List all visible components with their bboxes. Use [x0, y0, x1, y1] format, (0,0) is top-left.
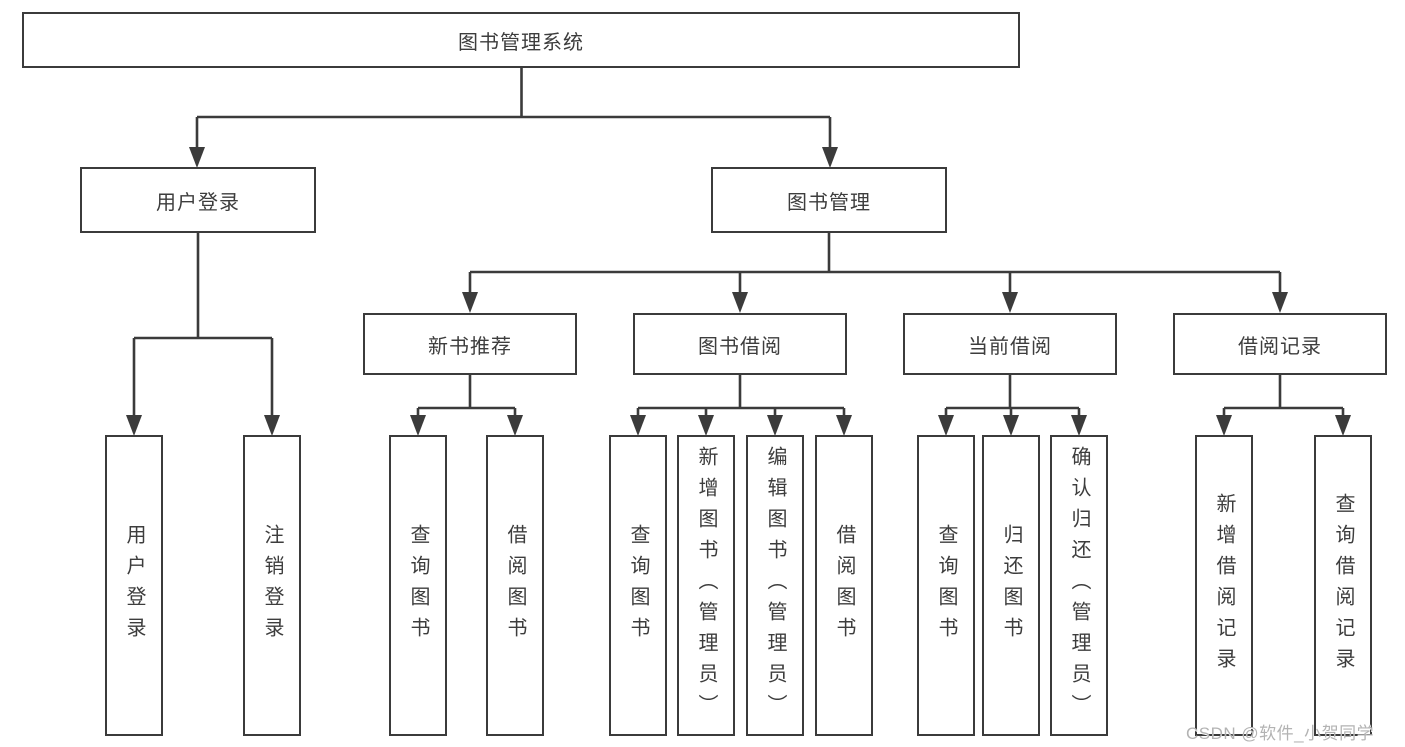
leaf-label: 借阅图书: [504, 523, 526, 648]
leaf-query-books-borrowing: 查询图书: [609, 435, 667, 736]
leaf-confirm-return-admin: 确认归还（管理员）: [1050, 435, 1108, 736]
leaf-label: 查询图书: [935, 523, 957, 648]
node-label: 借阅记录: [1238, 335, 1322, 358]
leaf-add-borrow-record: 新增借阅记录: [1195, 435, 1253, 736]
leaf-logout: 注销登录: [243, 435, 301, 736]
leaf-label: 查询图书: [627, 523, 649, 648]
arrowhead-icons: [126, 147, 1351, 436]
leaf-add-books-admin: 新增图书（管理员）: [677, 435, 735, 736]
leaf-label: 新增借阅记录: [1213, 492, 1235, 679]
leaf-label: 查询图书: [407, 523, 429, 648]
node-library-management-system: 图书管理系统: [22, 12, 1020, 68]
leaf-label: 查询借阅记录: [1332, 492, 1354, 679]
leaf-label: 归还图书: [1000, 523, 1022, 648]
node-label: 新书推荐: [428, 335, 512, 358]
node-current-borrowing: 当前借阅: [903, 313, 1117, 375]
leaf-return-books: 归还图书: [982, 435, 1040, 736]
leaf-query-borrow-record: 查询借阅记录: [1314, 435, 1372, 736]
node-new-book-recommendation: 新书推荐: [363, 313, 577, 375]
node-label: 图书管理: [787, 191, 871, 214]
leaf-borrow-books-recommend: 借阅图书: [486, 435, 544, 736]
leaf-label: 编辑图书（管理员）: [764, 446, 786, 725]
leaf-borrow-books-borrowing: 借阅图书: [815, 435, 873, 736]
node-label: 图书借阅: [698, 335, 782, 358]
leaf-label: 借阅图书: [833, 523, 855, 648]
leaf-label: 新增图书（管理员）: [695, 446, 717, 725]
leaf-label: 用户登录: [123, 523, 145, 648]
node-borrowing-records: 借阅记录: [1173, 313, 1387, 375]
node-label: 用户登录: [156, 191, 240, 214]
node-book-management: 图书管理: [711, 167, 947, 233]
node-label: 当前借阅: [968, 335, 1052, 358]
leaf-query-books-recommend: 查询图书: [389, 435, 447, 736]
leaf-label: 确认归还（管理员）: [1068, 446, 1090, 725]
connector-paths: [132, 67, 1345, 418]
leaf-user-login: 用户登录: [105, 435, 163, 736]
node-user-login: 用户登录: [80, 167, 316, 233]
leaf-query-books-current: 查询图书: [917, 435, 975, 736]
watermark: CSDN @软件_小贺同学: [1186, 724, 1375, 743]
node-book-borrowing: 图书借阅: [633, 313, 847, 375]
leaf-label: 注销登录: [261, 523, 283, 648]
leaf-edit-books-admin: 编辑图书（管理员）: [746, 435, 804, 736]
node-label: 图书管理系统: [458, 31, 584, 54]
